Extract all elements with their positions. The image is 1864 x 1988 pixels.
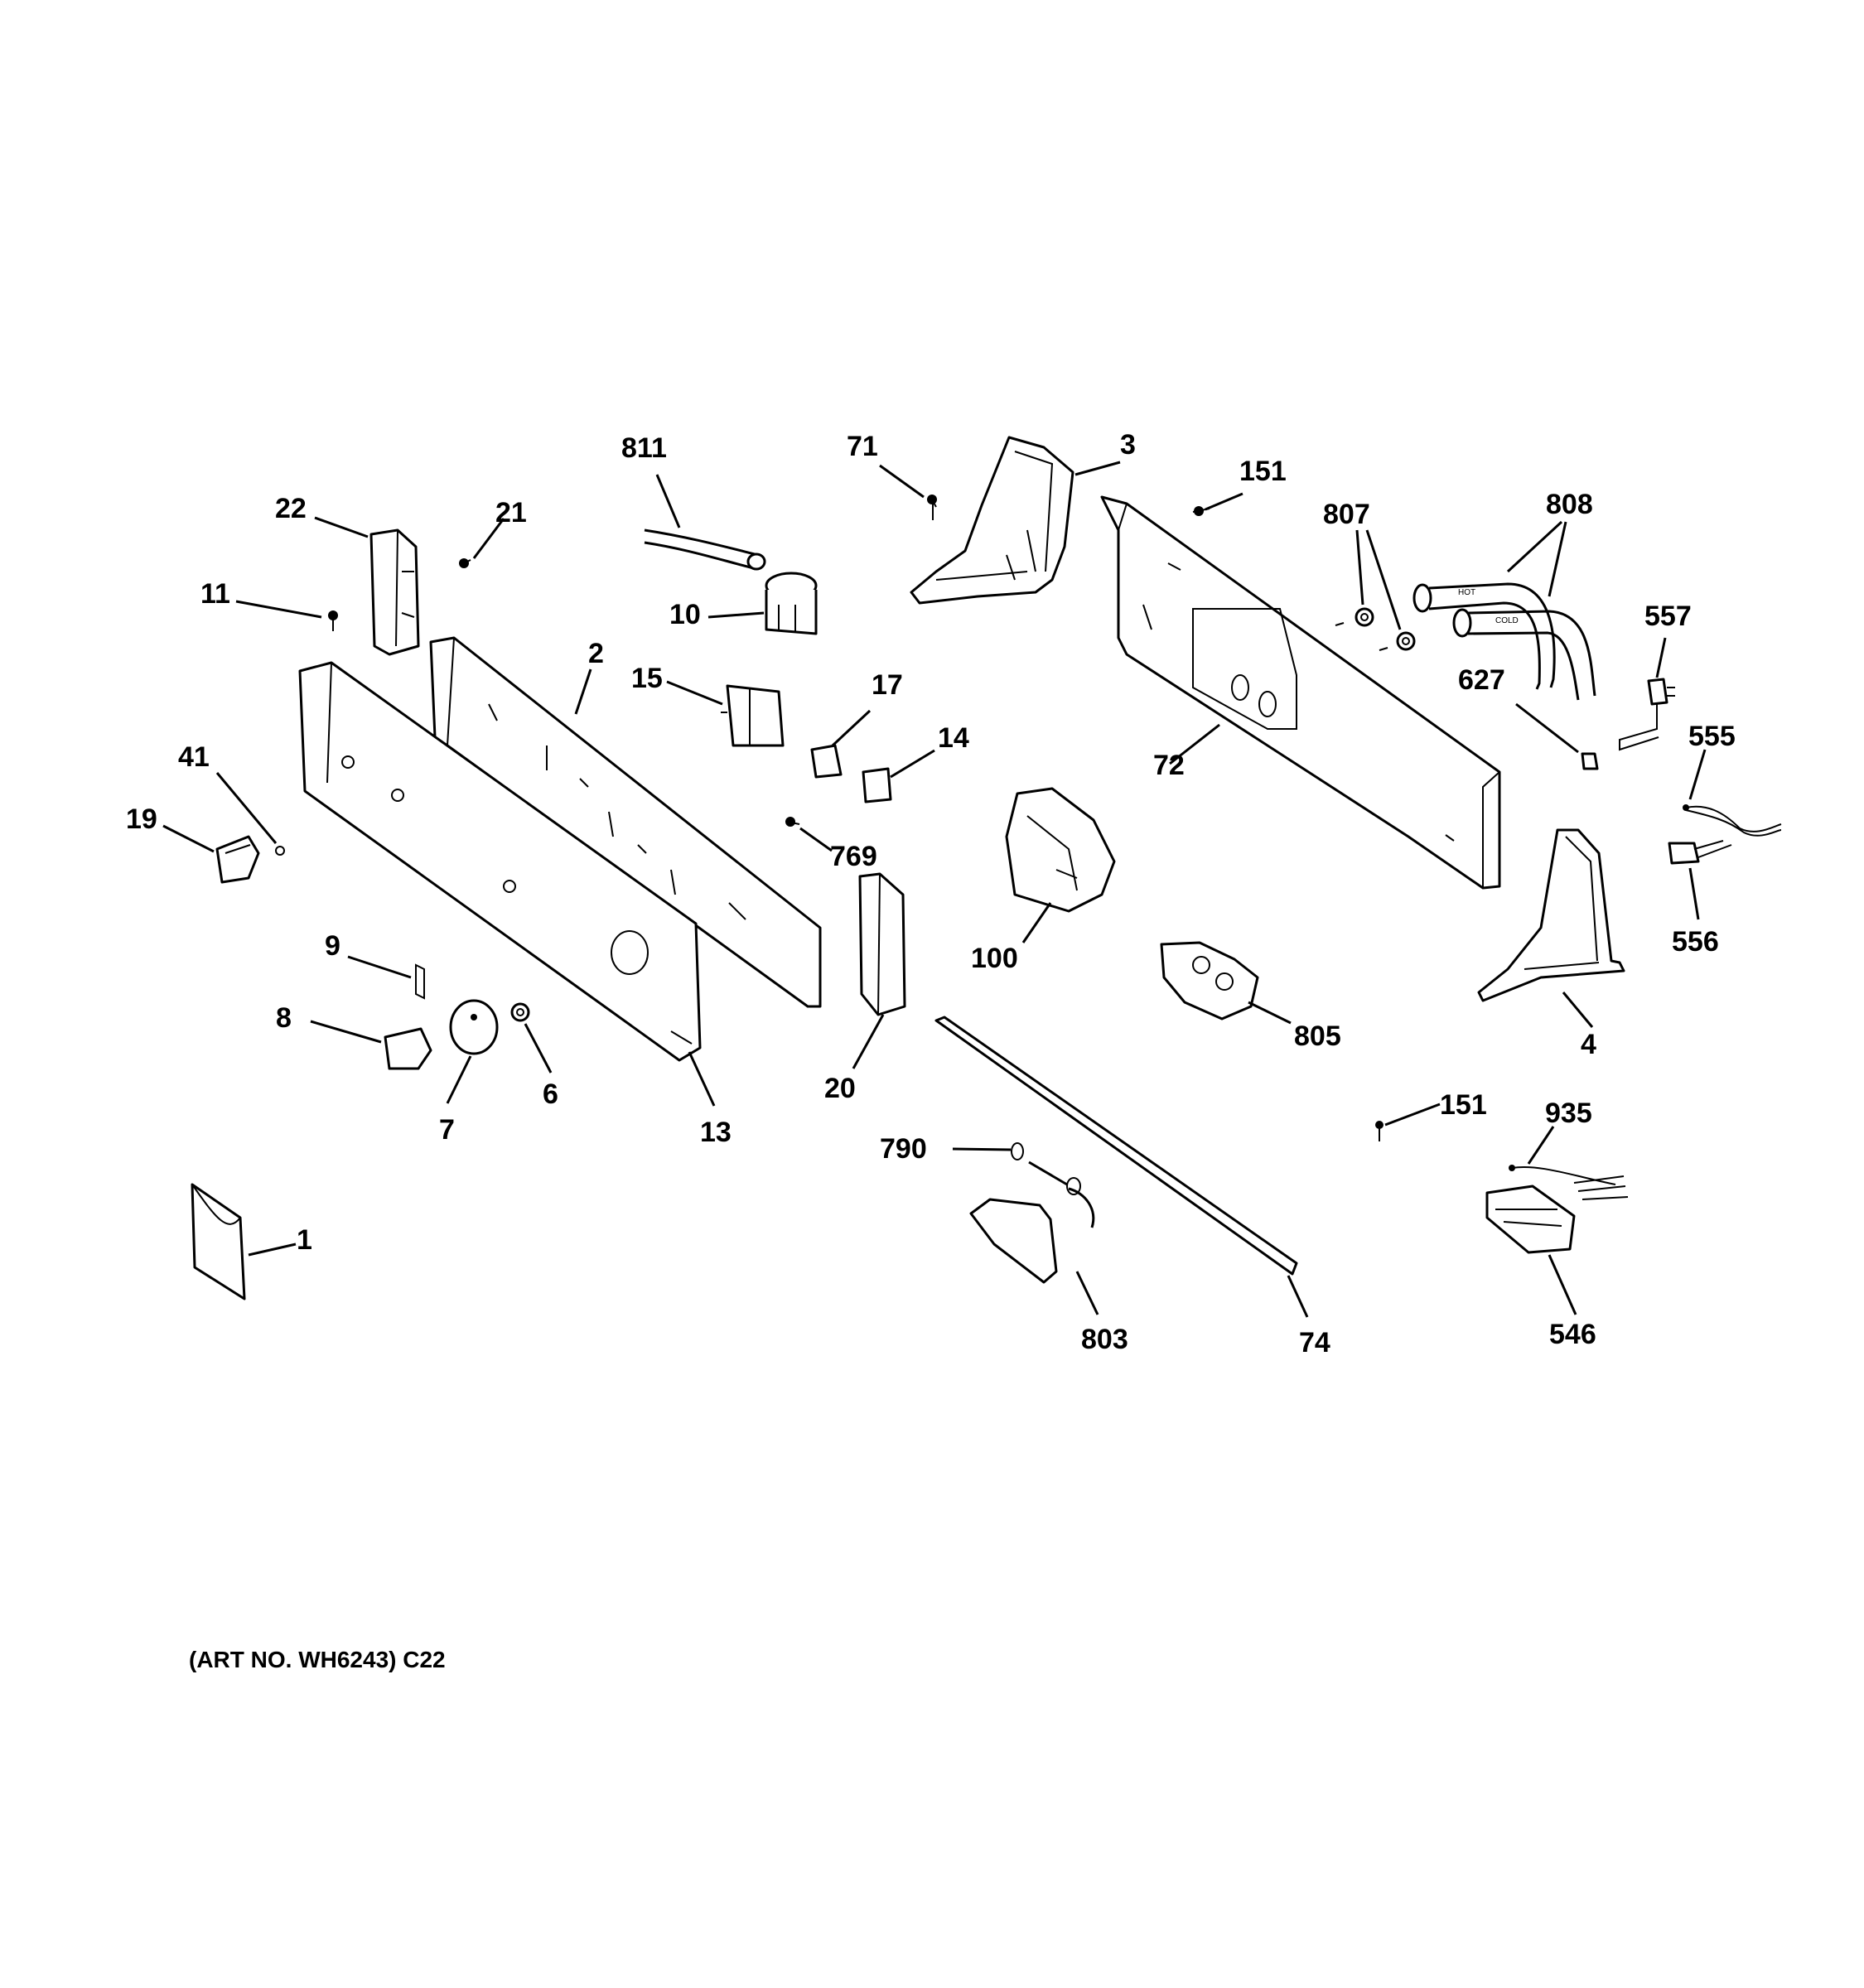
part-74-trim-strip: [934, 1016, 1298, 1276]
art-number-caption: (ART NO. WH6243) C22: [189, 1647, 446, 1672]
part-808-fill-hoses: HOT COLD: [1412, 582, 1596, 701]
part-15-selector-switch: [721, 684, 785, 747]
callout-21: 21: [495, 497, 527, 528]
part-546-terminal-block: [1485, 1185, 1576, 1254]
callout-803: 803: [1081, 1324, 1128, 1355]
part-41-insert: [275, 846, 285, 856]
callout-3: 3: [1120, 429, 1136, 461]
callout-1: 1: [297, 1224, 312, 1256]
callout-9: 9: [325, 930, 340, 962]
callout-7: 7: [439, 1114, 455, 1146]
leader-lines: [162, 461, 1707, 1318]
callout-935: 935: [1545, 1098, 1592, 1129]
hose-label-cold: COLD: [1495, 616, 1519, 625]
part-935-harness: [1509, 1165, 1629, 1200]
callout-151-bottom: 151: [1440, 1089, 1487, 1121]
callout-14: 14: [938, 722, 969, 754]
part-71-screw: [927, 495, 937, 520]
callout-74: 74: [1299, 1327, 1330, 1358]
callout-10: 10: [669, 599, 701, 630]
part-11-screw: [328, 610, 338, 631]
callout-790: 790: [880, 1133, 927, 1165]
part-556-terminal-block: [1668, 840, 1732, 865]
callout-20: 20: [824, 1073, 856, 1104]
callout-627: 627: [1458, 664, 1505, 696]
callout-546: 546: [1549, 1319, 1596, 1350]
part-790-clamp: [1011, 1142, 1024, 1160]
part-807-washers: [1335, 607, 1416, 651]
callout-100: 100: [971, 943, 1018, 974]
callout-808: 808: [1546, 489, 1593, 520]
part-17-switch: [810, 744, 843, 779]
part-151-screw-bottom: [1375, 1121, 1384, 1141]
callout-11: 11: [200, 578, 230, 610]
callout-557: 557: [1644, 601, 1692, 632]
part-769-screw: [785, 817, 800, 827]
part-4-end-bracket: [1477, 828, 1625, 1002]
callout-811: 811: [621, 432, 667, 464]
callout-15: 15: [631, 663, 663, 694]
part-1-manual: [191, 1183, 246, 1300]
callout-4: 4: [1581, 1029, 1596, 1060]
callout-19: 19: [126, 803, 157, 835]
callout-41: 41: [178, 741, 210, 773]
part-8-knob: [384, 1027, 432, 1070]
part-19-knob: [215, 835, 260, 884]
part-14-switch: [862, 767, 892, 803]
callout-805: 805: [1294, 1021, 1341, 1052]
part-6-nut: [510, 1002, 530, 1022]
part-72-rear-panel: [1100, 495, 1501, 890]
part-7-dial: [449, 999, 499, 1055]
part-100-timer: [1005, 787, 1116, 913]
part-555-wire: [1683, 804, 1782, 837]
part-21-screw: [459, 558, 471, 568]
callout-151-top: 151: [1239, 456, 1287, 487]
part-805-water-valve: [1160, 941, 1259, 1021]
callout-labels: 811 71 3 151 807 808 22 21 11 10 2 557 1…: [126, 429, 1736, 1358]
part-10-pressure-switch: [765, 572, 818, 635]
part-13-control-console: [298, 661, 702, 1062]
callout-71: 71: [847, 431, 878, 462]
part-803-hose-assembly: [969, 1177, 1095, 1284]
part-627-clip: [1581, 752, 1599, 770]
callout-6: 6: [543, 1078, 558, 1110]
callout-13: 13: [700, 1117, 732, 1148]
part-3-end-bracket: [910, 436, 1074, 605]
callout-556: 556: [1672, 926, 1719, 958]
callout-22: 22: [275, 493, 307, 524]
part-9-clip: [415, 963, 425, 1000]
part-22-bracket: [369, 528, 420, 656]
part-557-connector: [1619, 678, 1675, 751]
callout-17: 17: [872, 669, 903, 701]
callout-555: 555: [1688, 721, 1736, 752]
part-20-end-cap: [858, 872, 906, 1016]
callout-769: 769: [830, 841, 877, 872]
callout-2: 2: [588, 638, 604, 669]
callout-72: 72: [1153, 750, 1185, 781]
callout-807: 807: [1323, 499, 1370, 530]
hose-label-hot: HOT: [1458, 588, 1475, 597]
part-811-hose: [644, 528, 766, 571]
callout-8: 8: [276, 1002, 292, 1034]
